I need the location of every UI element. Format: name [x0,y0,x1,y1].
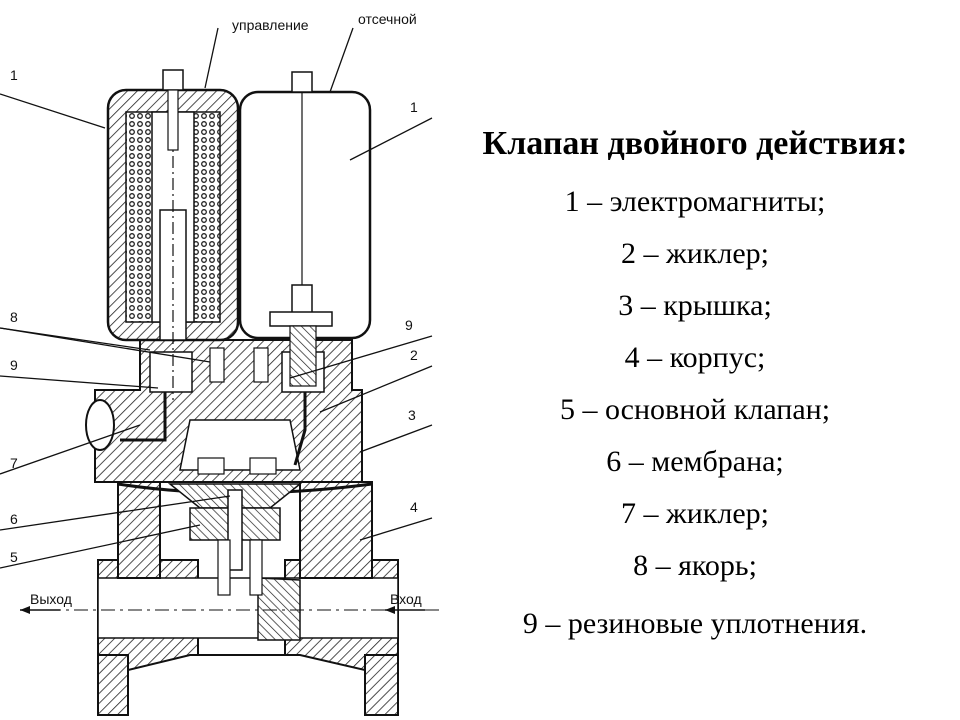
label-inlet: Вход [390,591,422,607]
callout-1-left: 1 [10,67,18,83]
legend-item: 6 – мембрана; [606,445,784,478]
shutoff-solenoid [238,71,372,387]
legend-item: 2 – жиклер; [621,237,769,270]
main-valve [167,483,303,596]
label-outlet: Выход [30,591,72,607]
outlet-arrow [20,606,60,614]
callout-7: 7 [10,455,18,471]
callout-9-left: 9 [10,357,18,373]
legend-item: 8 – якорь; [633,549,757,582]
callout-3: 3 [408,407,416,423]
legend-item: 5 – основной клапан; [559,393,831,426]
label-control: управление [232,17,309,33]
valve-body [20,481,440,716]
callout-8: 8 [10,309,18,325]
legend-list: 1 – электромагниты; 2 – жиклер; 3 – крыш… [440,176,950,650]
legend-item: 3 – крышка; [618,289,772,322]
control-solenoid [106,69,240,400]
valve-cover [85,339,363,483]
legend-item: 4 – корпус; [624,341,766,374]
callout-6: 6 [10,511,18,527]
legend-item: 9 – резиновые уплотнения. [522,607,868,640]
callout-1-right: 1 [410,99,418,115]
legend: Клапан двойного действия: 1 – электромаг… [440,118,950,650]
callout-4: 4 [410,499,418,515]
legend-item: 1 – электромагниты; [564,185,826,218]
label-shutoff: отсечной [358,11,417,27]
inlet-arrow [385,606,425,614]
callout-2: 2 [410,347,418,363]
legend-item: 7 – жиклер; [621,497,769,530]
callout-5: 5 [10,549,18,565]
leader-lines [0,27,433,569]
callout-9-right: 9 [405,317,413,333]
legend-title: Клапан двойного действия: [482,125,908,162]
